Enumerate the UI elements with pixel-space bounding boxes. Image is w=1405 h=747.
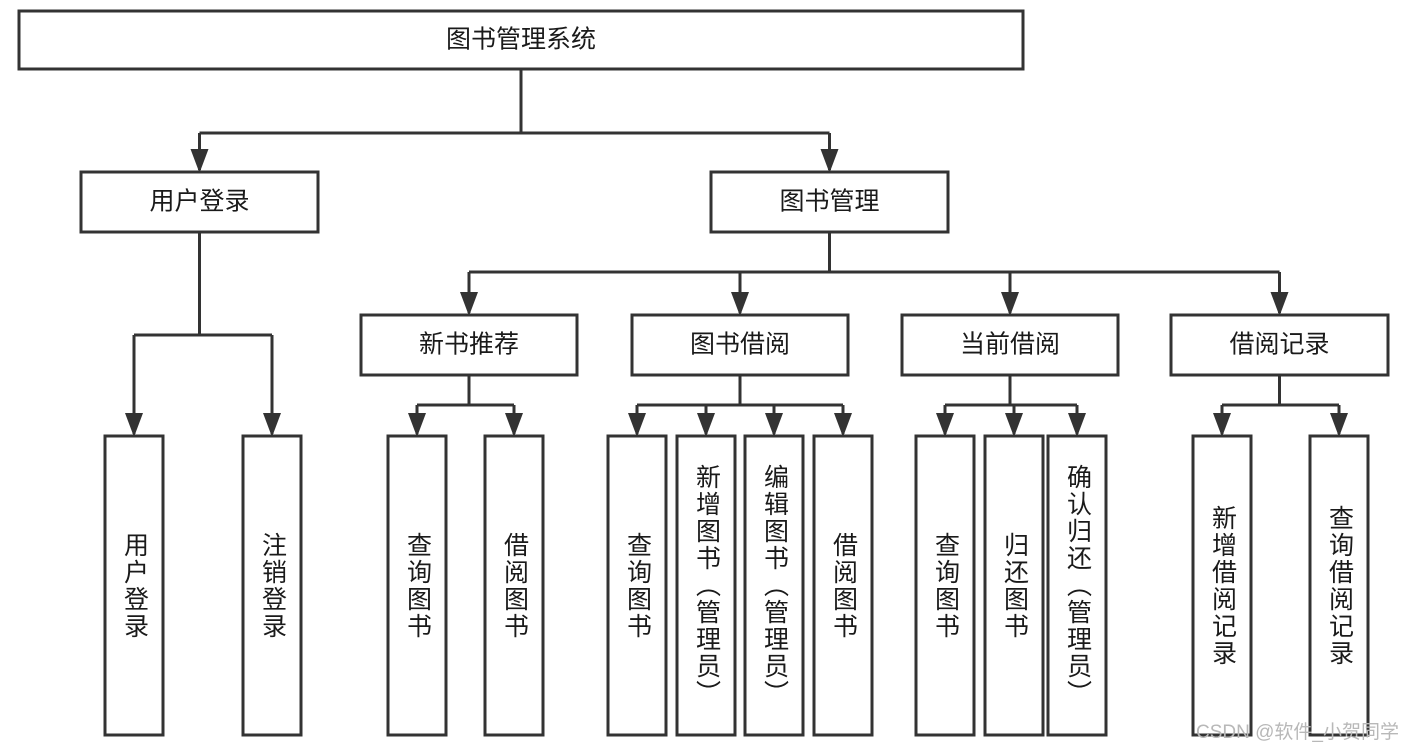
node-borrow-record-label: 借阅记录 [1229, 331, 1329, 359]
current-borrow-fanout-arrow-2 [1068, 413, 1086, 437]
node-leaf-query-book-2-label: 查询图书 [623, 531, 652, 640]
node-leaf-add-book-admin-label: 新增图书（管理员） [692, 464, 721, 707]
node-book-borrow-label: 图书借阅 [690, 331, 790, 359]
book-borrow-fanout-arrow-1 [697, 413, 715, 437]
root-fanout-arrow-1 [820, 149, 839, 173]
borrow-record-fanout-arrow-1 [1330, 413, 1348, 437]
node-current-borrow-label: 当前借阅 [960, 331, 1060, 359]
book-management-fanout-arrow-0 [460, 292, 478, 316]
node-leaf-query-book-3-box [914, 434, 976, 737]
node-user-login-box [79, 170, 320, 234]
node-leaf-borrow-book-1-box [483, 434, 545, 737]
node-leaf-add-borrow-record-box [1191, 434, 1253, 737]
node-leaf-query-book-1-box [386, 434, 448, 737]
node-box-layer [17, 9, 1390, 737]
node-leaf-return-book-box [983, 434, 1045, 737]
node-book-management-label: 图书管理 [779, 188, 879, 216]
node-leaf-confirm-return-admin-box [1046, 434, 1108, 737]
node-leaf-query-borrow-record-box [1308, 434, 1370, 737]
node-borrow-record-box [1169, 313, 1390, 377]
node-leaf-confirm-return-admin-label: 确认归还（管理员） [1063, 464, 1092, 707]
root-fanout-arrow-0 [190, 149, 209, 173]
node-leaf-query-borrow-record-label: 查询借阅记录 [1325, 504, 1354, 667]
new-book-recommend-fanout-arrow-0 [408, 413, 426, 437]
node-leaf-user-login-label: 用户登录 [120, 531, 149, 640]
user-login-fanout-arrow-1 [263, 413, 281, 437]
book-borrow-fanout-arrow-3 [834, 413, 852, 437]
book-borrow-fanout-arrow-0 [628, 413, 646, 437]
book-management-fanout-arrow-3 [1270, 292, 1289, 316]
node-root-box [17, 9, 1025, 71]
node-leaf-logout-label: 注销登录 [258, 531, 287, 640]
book-borrow-fanout-arrow-2 [765, 413, 783, 437]
node-book-management-box [709, 170, 950, 234]
node-leaf-edit-book-admin-box [743, 434, 805, 737]
node-leaf-logout-box [241, 434, 303, 737]
node-leaf-user-login-box [103, 434, 165, 737]
node-user-login-label: 用户登录 [149, 188, 249, 216]
node-leaf-borrow-book-2-label: 借阅图书 [829, 531, 858, 640]
connector-layer [125, 69, 1348, 437]
new-book-recommend-fanout-arrow-1 [505, 413, 523, 437]
borrow-record-fanout-arrow-0 [1213, 413, 1231, 437]
node-leaf-add-book-admin-box [675, 434, 737, 737]
node-leaf-return-book-label: 归还图书 [1000, 531, 1029, 640]
book-management-fanout-arrow-2 [1001, 292, 1019, 316]
csdn-watermark: CSDN @软件_小贺同学 [1196, 722, 1399, 743]
node-leaf-query-book-3-label: 查询图书 [931, 531, 960, 640]
node-new-book-recommend-box [359, 313, 579, 377]
book-management-fanout-arrow-1 [731, 292, 749, 316]
node-leaf-query-book-1-label: 查询图书 [403, 531, 432, 640]
node-current-borrow-box [900, 313, 1120, 377]
node-root-label: 图书管理系统 [446, 26, 596, 54]
node-leaf-borrow-book-1-label: 借阅图书 [500, 531, 529, 640]
node-leaf-add-borrow-record-label: 新增借阅记录 [1208, 504, 1237, 667]
current-borrow-fanout-arrow-1 [1005, 413, 1023, 437]
user-login-fanout-arrow-0 [125, 413, 143, 437]
node-leaf-query-book-2-box [606, 434, 668, 737]
node-leaf-borrow-book-2-box [812, 434, 874, 737]
node-new-book-recommend-label: 新书推荐 [419, 331, 519, 359]
current-borrow-fanout-arrow-0 [936, 413, 954, 437]
node-leaf-edit-book-admin-label: 编辑图书（管理员） [760, 464, 789, 707]
node-book-borrow-box [630, 313, 850, 377]
